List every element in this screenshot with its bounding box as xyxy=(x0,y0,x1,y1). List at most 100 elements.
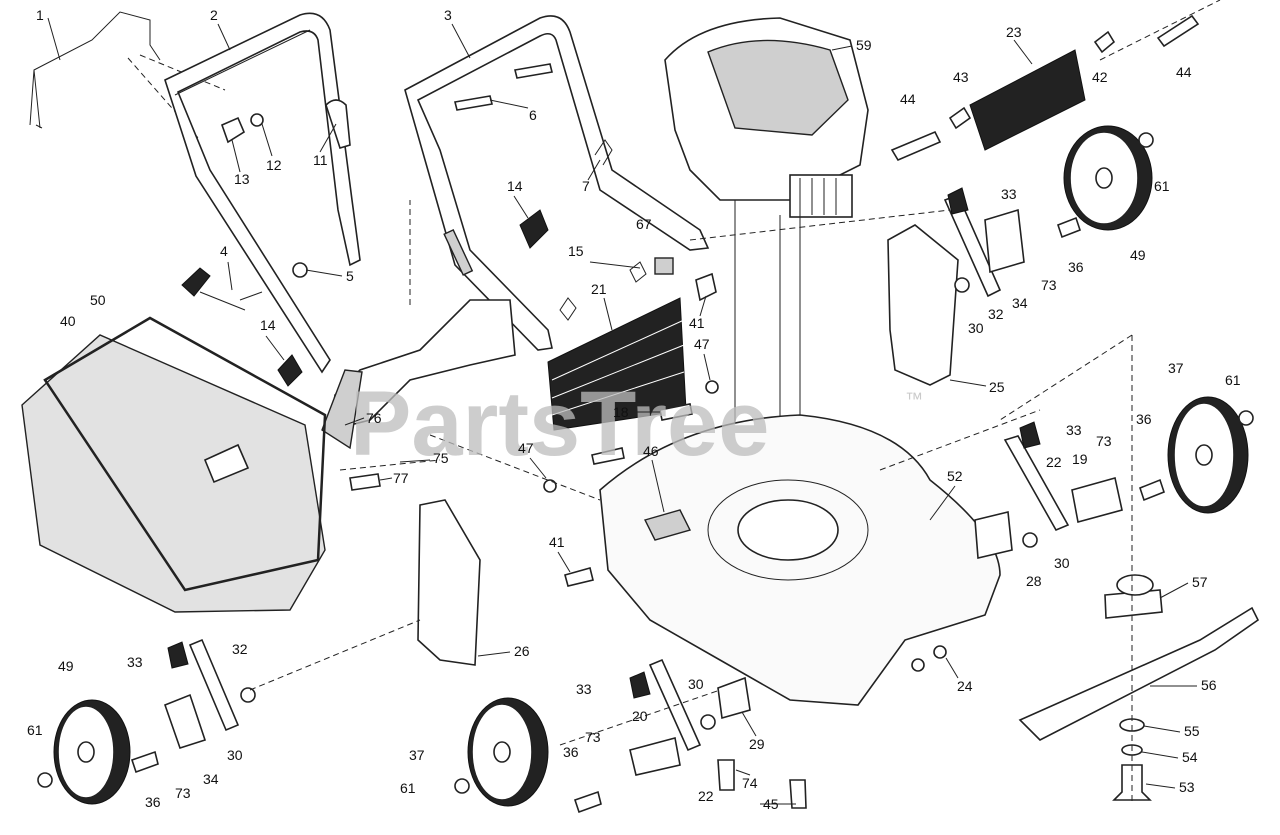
callout-49a: 49 xyxy=(1130,247,1146,263)
callout-19: 19 xyxy=(1072,451,1088,467)
callout-73b: 73 xyxy=(1096,433,1112,449)
lever-32b xyxy=(188,638,240,732)
leader-21 xyxy=(603,297,613,331)
callout-30b: 30 xyxy=(1054,555,1070,571)
callout-labels: 1 2 3 4 5 6 7 11 12 13 14 14 15 18 19 20… xyxy=(27,7,1241,812)
callout-3: 3 xyxy=(444,7,452,23)
callout-61c: 61 xyxy=(27,722,43,738)
leader-5 xyxy=(305,269,343,277)
callout-29: 29 xyxy=(749,736,765,752)
callout-30c: 30 xyxy=(227,747,243,763)
leader-54 xyxy=(1141,751,1179,759)
bolt-extra xyxy=(591,447,625,465)
bolt-41a xyxy=(695,272,717,302)
bolt-4 xyxy=(199,291,263,311)
leader-77 xyxy=(379,477,393,481)
callout-77: 77 xyxy=(393,470,409,486)
leader-23 xyxy=(1013,39,1033,65)
engine-shroud xyxy=(707,39,849,136)
wheel-37-right xyxy=(1167,396,1249,514)
nut-61c xyxy=(37,772,53,788)
bracket-13 xyxy=(220,116,246,144)
bolt-36b xyxy=(1139,478,1165,502)
callout-73c: 73 xyxy=(175,785,191,801)
callout-14a: 14 xyxy=(507,178,523,194)
bracket-34b xyxy=(163,693,207,749)
callout-6: 6 xyxy=(529,107,537,123)
wheel-37-bottom xyxy=(467,697,549,807)
spring-43 xyxy=(948,106,972,130)
callout-73d: 73 xyxy=(585,729,601,745)
bag-handle xyxy=(203,443,250,484)
washer-30d xyxy=(700,714,716,730)
leader-55 xyxy=(1143,725,1181,733)
callout-15: 15 xyxy=(568,243,584,259)
grip-33a xyxy=(947,187,969,215)
callout-56: 56 xyxy=(1201,677,1217,693)
callout-54: 54 xyxy=(1182,749,1198,765)
bolt-36c xyxy=(130,750,159,774)
bolt-6b xyxy=(514,63,553,79)
leader-24 xyxy=(945,657,959,679)
handle-slot xyxy=(443,229,474,276)
callout-22b: 22 xyxy=(698,788,714,804)
callout-4: 4 xyxy=(220,243,228,259)
wheel-49-top-right xyxy=(1063,125,1153,231)
callout-20: 20 xyxy=(632,708,648,724)
chute-bracket xyxy=(321,369,363,450)
plate-20 xyxy=(629,737,681,776)
callout-30a: 30 xyxy=(968,320,984,336)
nut-61d xyxy=(454,778,470,794)
leader-1 xyxy=(47,17,61,61)
deck-ring xyxy=(707,479,869,581)
callout-32b: 32 xyxy=(232,641,248,657)
bolt-53 xyxy=(1112,764,1152,801)
knob-14a xyxy=(519,209,549,249)
leader-lines xyxy=(47,17,1197,805)
callout-45: 45 xyxy=(763,796,779,812)
assembly-lines xyxy=(249,0,1221,805)
callout-61a: 61 xyxy=(1154,178,1170,194)
nut-61b xyxy=(1238,410,1254,426)
leader-47b xyxy=(529,457,547,479)
nut-24b xyxy=(933,645,947,659)
engine-fins-lines xyxy=(799,178,837,215)
nut-47b xyxy=(543,479,557,493)
callout-36c: 36 xyxy=(145,794,161,810)
nut-61a xyxy=(1138,132,1154,148)
washer-5 xyxy=(292,262,308,278)
leader-53 xyxy=(1145,783,1176,789)
leader-29 xyxy=(741,711,757,737)
callout-53: 53 xyxy=(1179,779,1195,795)
watermark-trademark: ™ xyxy=(905,389,923,409)
callout-33a: 33 xyxy=(1001,186,1017,202)
leader-59 xyxy=(831,45,853,51)
bolt-18 xyxy=(659,403,693,421)
callout-61b: 61 xyxy=(1225,372,1241,388)
plate-19 xyxy=(1071,477,1123,524)
callout-21: 21 xyxy=(591,281,607,297)
callout-14b: 14 xyxy=(260,317,276,333)
leader-41b xyxy=(557,551,571,573)
watermark: PartsTree xyxy=(350,373,769,475)
callout-5: 5 xyxy=(346,268,354,284)
callout-59: 59 xyxy=(856,37,872,53)
leader-15 xyxy=(589,261,641,269)
leader-3 xyxy=(451,23,471,59)
stop-67 xyxy=(654,257,674,275)
callout-34b: 34 xyxy=(203,771,219,787)
callout-74: 74 xyxy=(742,775,758,791)
blade-56 xyxy=(1018,606,1260,741)
leader-57 xyxy=(1159,582,1189,599)
leader-7 xyxy=(587,159,601,181)
callout-41b: 41 xyxy=(549,534,565,550)
wheel-49-bottom-left xyxy=(53,699,131,805)
callout-61d: 61 xyxy=(400,780,416,796)
knob-11 xyxy=(325,99,351,149)
callout-40: 40 xyxy=(60,313,76,329)
leader-14b xyxy=(265,335,285,361)
rear-flap-21-ribs xyxy=(551,319,685,416)
washer-30b xyxy=(1022,532,1038,548)
deck-opening xyxy=(737,499,839,561)
